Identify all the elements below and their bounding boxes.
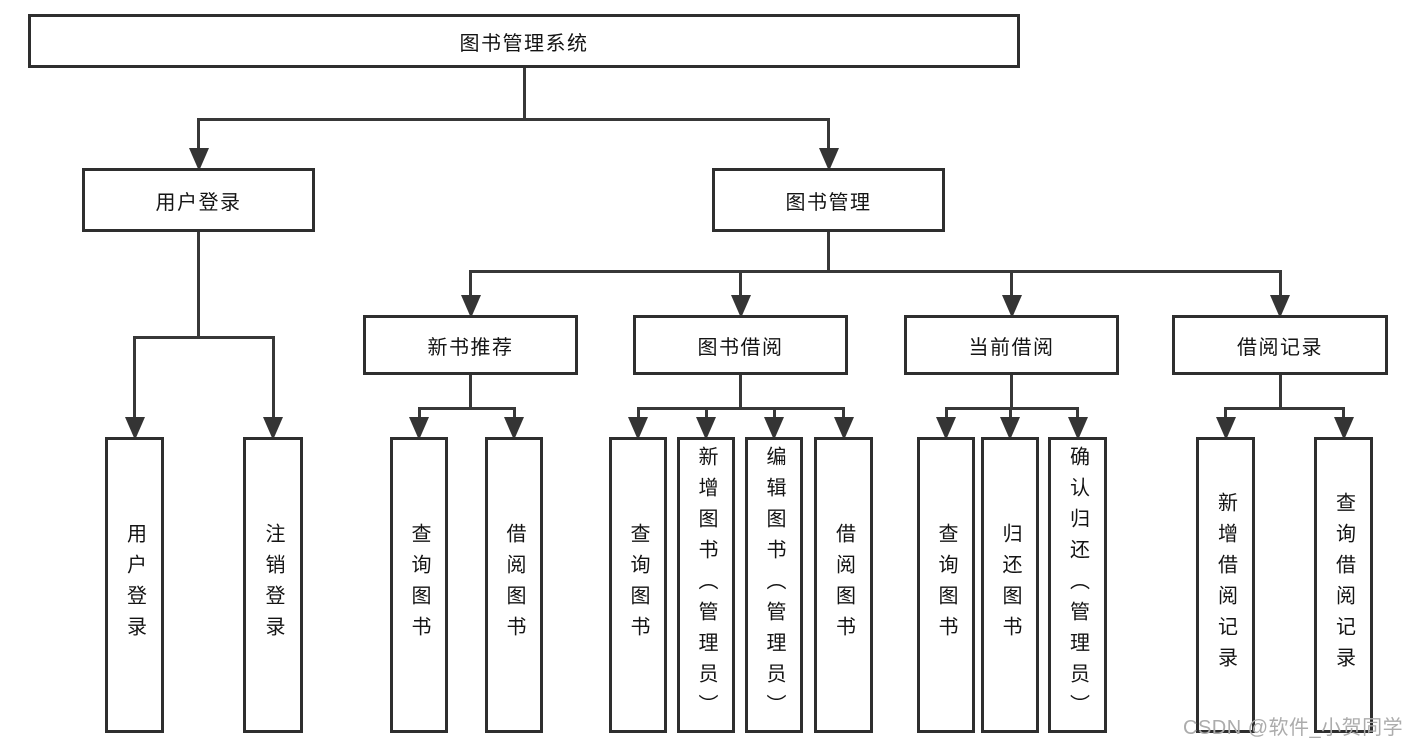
connector-bus (469, 270, 1282, 273)
node-cb-query-label: 查询图书 (935, 523, 957, 647)
node-bb-add-label: 新增图书（管理员） (695, 445, 717, 725)
node-cb-confirm: 确认归还（管理员） (1048, 437, 1107, 733)
node-borrow-records-label: 借阅记录 (1237, 336, 1323, 359)
connector-drop (469, 270, 472, 296)
connector-drop (417, 407, 421, 418)
arrow-down-icon (1215, 417, 1236, 440)
node-nbr-query: 查询图书 (390, 437, 448, 733)
node-new-book-rec: 新书推荐 (363, 315, 578, 375)
node-cb-confirm-label: 确认归还（管理员） (1066, 445, 1089, 725)
node-bb-edit: 编辑图书（管理员） (745, 437, 803, 733)
connector-bus (944, 407, 1079, 410)
connector-stem (469, 375, 472, 410)
node-book-borrow-label: 图书借阅 (697, 336, 784, 359)
arrow-down-icon (1001, 295, 1022, 318)
node-br-query: 查询借阅记录 (1314, 437, 1373, 733)
connector-drop (827, 118, 830, 149)
node-book-borrow: 图书借阅 (633, 315, 848, 375)
node-br-add-label: 新增借阅记录 (1214, 492, 1237, 678)
node-br-add: 新增借阅记录 (1196, 437, 1255, 733)
node-cb-query: 查询图书 (917, 437, 975, 733)
node-nbr-query-label: 查询图书 (408, 523, 430, 647)
connector-drop (1010, 270, 1013, 296)
connector-drop (133, 336, 136, 418)
connector-stem (739, 375, 742, 410)
arrow-down-icon (1067, 417, 1088, 440)
connector-drop (1224, 407, 1227, 418)
node-nbr-borrow-label: 借阅图书 (503, 523, 525, 647)
node-leaf-user-login-label: 用户登录 (123, 523, 146, 647)
connector-stem (827, 232, 830, 273)
arrow-down-icon (460, 295, 481, 318)
node-bb-borrow-label: 借阅图书 (832, 523, 855, 647)
node-leaf-logout: 注销登录 (243, 437, 303, 733)
arrow-down-icon (504, 417, 524, 440)
watermark: CSDN @软件_小贺同学 (1183, 717, 1404, 739)
connector-stem (1278, 375, 1282, 410)
connector-drop (739, 270, 742, 296)
arrow-down-icon (1000, 417, 1020, 440)
node-cb-return: 归还图书 (981, 437, 1039, 733)
connector-stem (1010, 375, 1013, 410)
node-new-book-rec-label: 新书推荐 (427, 336, 514, 359)
node-nbr-borrow: 借阅图书 (485, 437, 543, 733)
node-root: 图书管理系统 (28, 14, 1020, 68)
connector-bus (1224, 407, 1345, 410)
arrow-down-icon (818, 148, 839, 171)
node-current-borrow-label: 当前借阅 (968, 336, 1055, 359)
node-book-mgmt-label: 图书管理 (785, 191, 872, 214)
arrow-down-icon (833, 417, 854, 440)
arrow-down-icon (730, 295, 751, 318)
connector-bus (133, 336, 275, 339)
node-leaf-user-login: 用户登录 (105, 437, 164, 733)
node-bb-query: 查询图书 (609, 437, 667, 733)
node-root-label: 图书管理系统 (459, 32, 589, 55)
arrow-down-icon (936, 417, 956, 440)
arrow-down-icon (124, 417, 145, 440)
connector-drop (1076, 407, 1079, 418)
connector-stem (522, 68, 526, 121)
connector-bus (417, 407, 516, 410)
node-bb-edit-label: 编辑图书（管理员） (763, 445, 785, 725)
node-user-login: 用户登录 (82, 168, 315, 232)
node-user-login-label: 用户登录 (155, 191, 242, 214)
connector-bus (197, 118, 830, 121)
node-borrow-records: 借阅记录 (1172, 315, 1388, 375)
arrow-down-icon (1270, 295, 1290, 318)
arrow-down-icon (696, 417, 716, 440)
arrow-down-icon (628, 417, 648, 440)
node-current-borrow: 当前借阅 (904, 315, 1119, 375)
node-book-mgmt: 图书管理 (712, 168, 945, 232)
arrow-down-icon (409, 417, 429, 440)
node-br-query-label: 查询借阅记录 (1332, 492, 1355, 678)
connector-drop (704, 407, 708, 418)
connector-drop (1008, 407, 1012, 418)
connector-stem (197, 232, 200, 339)
connector-drop (944, 407, 948, 418)
arrow-down-icon (188, 148, 209, 171)
connector-bus (636, 407, 845, 410)
connector-drop (197, 118, 200, 149)
connector-drop (1342, 407, 1345, 418)
node-cb-return-label: 归还图书 (999, 523, 1021, 647)
connector-drop (842, 407, 845, 418)
connector-drop (772, 407, 776, 418)
node-bb-add: 新增图书（管理员） (677, 437, 735, 733)
node-leaf-logout-label: 注销登录 (262, 523, 284, 647)
arrow-down-icon (764, 417, 784, 440)
connector-drop (512, 407, 516, 418)
connector-drop (271, 336, 275, 418)
node-bb-query-label: 查询图书 (627, 523, 649, 647)
arrow-down-icon (1333, 417, 1354, 440)
node-bb-borrow: 借阅图书 (814, 437, 873, 733)
arrow-down-icon (263, 417, 283, 440)
connector-drop (636, 407, 640, 418)
connector-drop (1278, 270, 1282, 296)
